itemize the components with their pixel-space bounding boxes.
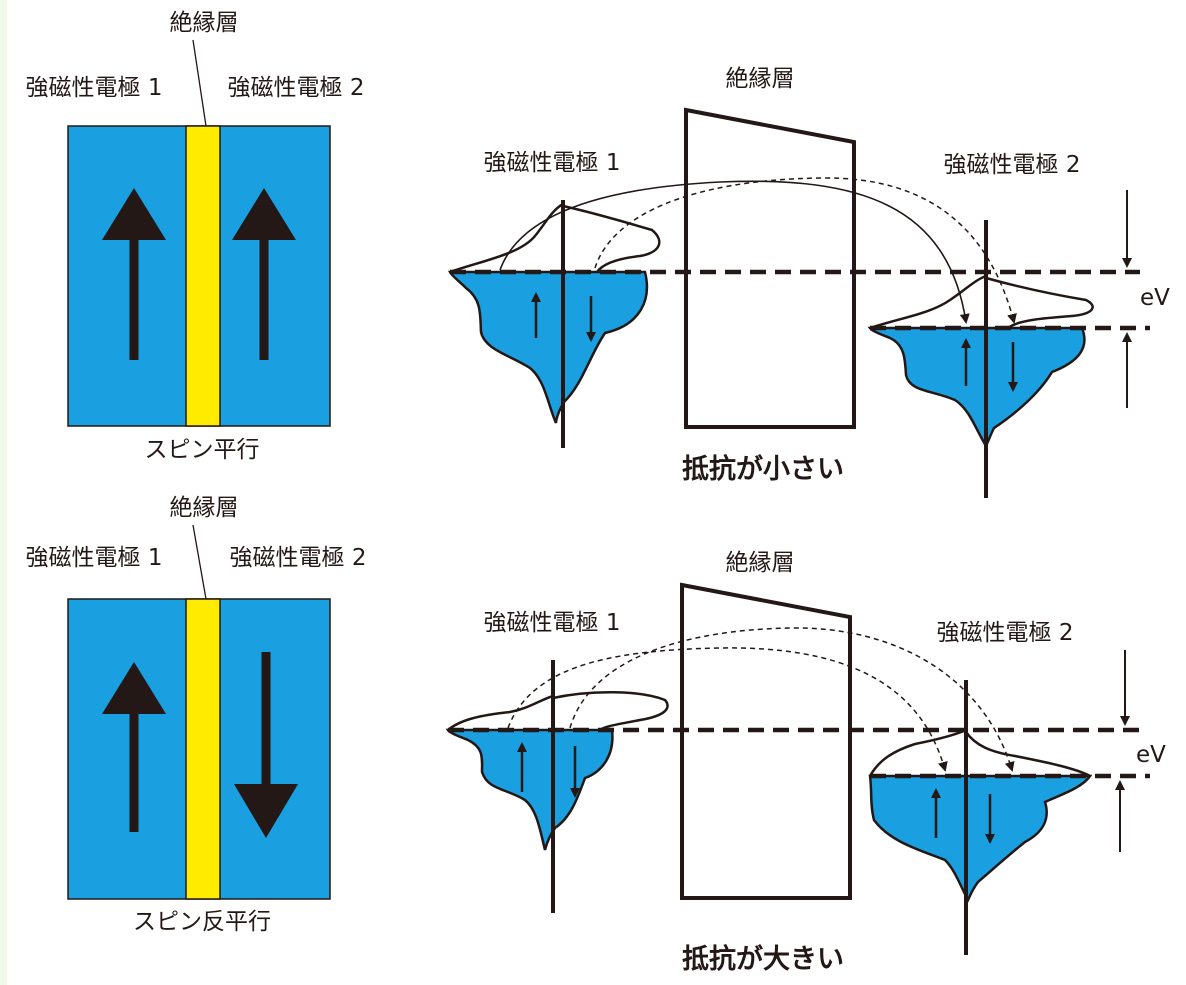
insulator-leader-line	[192, 524, 207, 600]
tunneling-path-solid	[499, 180, 970, 324]
insulator-label: 絶縁層	[726, 66, 795, 92]
antiparallel-junction: 絶縁層 強磁性電極 1 強磁性電極 2 スピン反平行	[26, 495, 367, 935]
tunneling-path-dashed	[569, 627, 1015, 772]
electrode1-label: 強磁性電極 1	[26, 545, 163, 571]
caption: スピン反平行	[133, 909, 271, 935]
dos-outline	[447, 690, 669, 732]
dos-occupied	[867, 326, 1086, 449]
dos-occupied	[445, 728, 614, 851]
parallel-junction: 絶縁層 強磁性電極 1 強磁性電極 2 スピン平行	[26, 10, 365, 463]
insulator-layer	[185, 598, 221, 900]
tunneling-path-dashed	[507, 647, 948, 772]
band-diagram-parallel: 絶縁層 強磁性電極 1 強磁性電極 2	[447, 66, 1170, 498]
bias-label: eV	[1140, 285, 1170, 311]
tunnel-barrier	[680, 582, 852, 900]
caption: スピン平行	[145, 437, 260, 463]
up-arrow-icon	[102, 188, 166, 360]
dos-occupied	[447, 270, 649, 424]
tunneling-path-dashed	[594, 177, 1017, 324]
insulator-leader-line	[192, 39, 207, 127]
tunnel-barrier	[684, 107, 856, 429]
dos-outline	[869, 274, 1094, 330]
insulator-label: 絶縁層	[170, 495, 239, 521]
electrode1-label: 強磁性電極 1	[26, 75, 163, 101]
result-label: 抵抗が小さい	[682, 453, 844, 485]
electrode2-label: 強磁性電極 2	[944, 152, 1081, 178]
dos-outline	[449, 202, 661, 274]
left-edge-strip	[0, 0, 7, 985]
up-arrow-icon	[102, 662, 166, 832]
electrode1-label: 強磁性電極 1	[484, 610, 621, 636]
down-arrow-icon	[234, 652, 298, 838]
bias-label: eV	[1136, 742, 1166, 768]
dos-occupied	[868, 774, 1093, 903]
electrode2-label: 強磁性電極 2	[228, 75, 365, 101]
electrode2-label: 強磁性電極 2	[937, 620, 1074, 646]
electrode2-label: 強磁性電極 2	[230, 545, 367, 571]
up-arrow-icon	[232, 188, 296, 360]
dos-outline	[868, 728, 1091, 778]
insulator-layer	[185, 125, 221, 427]
insulator-label: 絶縁層	[726, 550, 795, 576]
band-diagram-antiparallel: 絶縁層 強磁性電極 1 強磁性電極 2	[445, 550, 1166, 975]
result-label: 抵抗が大きい	[682, 943, 844, 975]
insulator-label: 絶縁層	[170, 10, 239, 36]
electrode1-label: 強磁性電極 1	[484, 150, 621, 176]
